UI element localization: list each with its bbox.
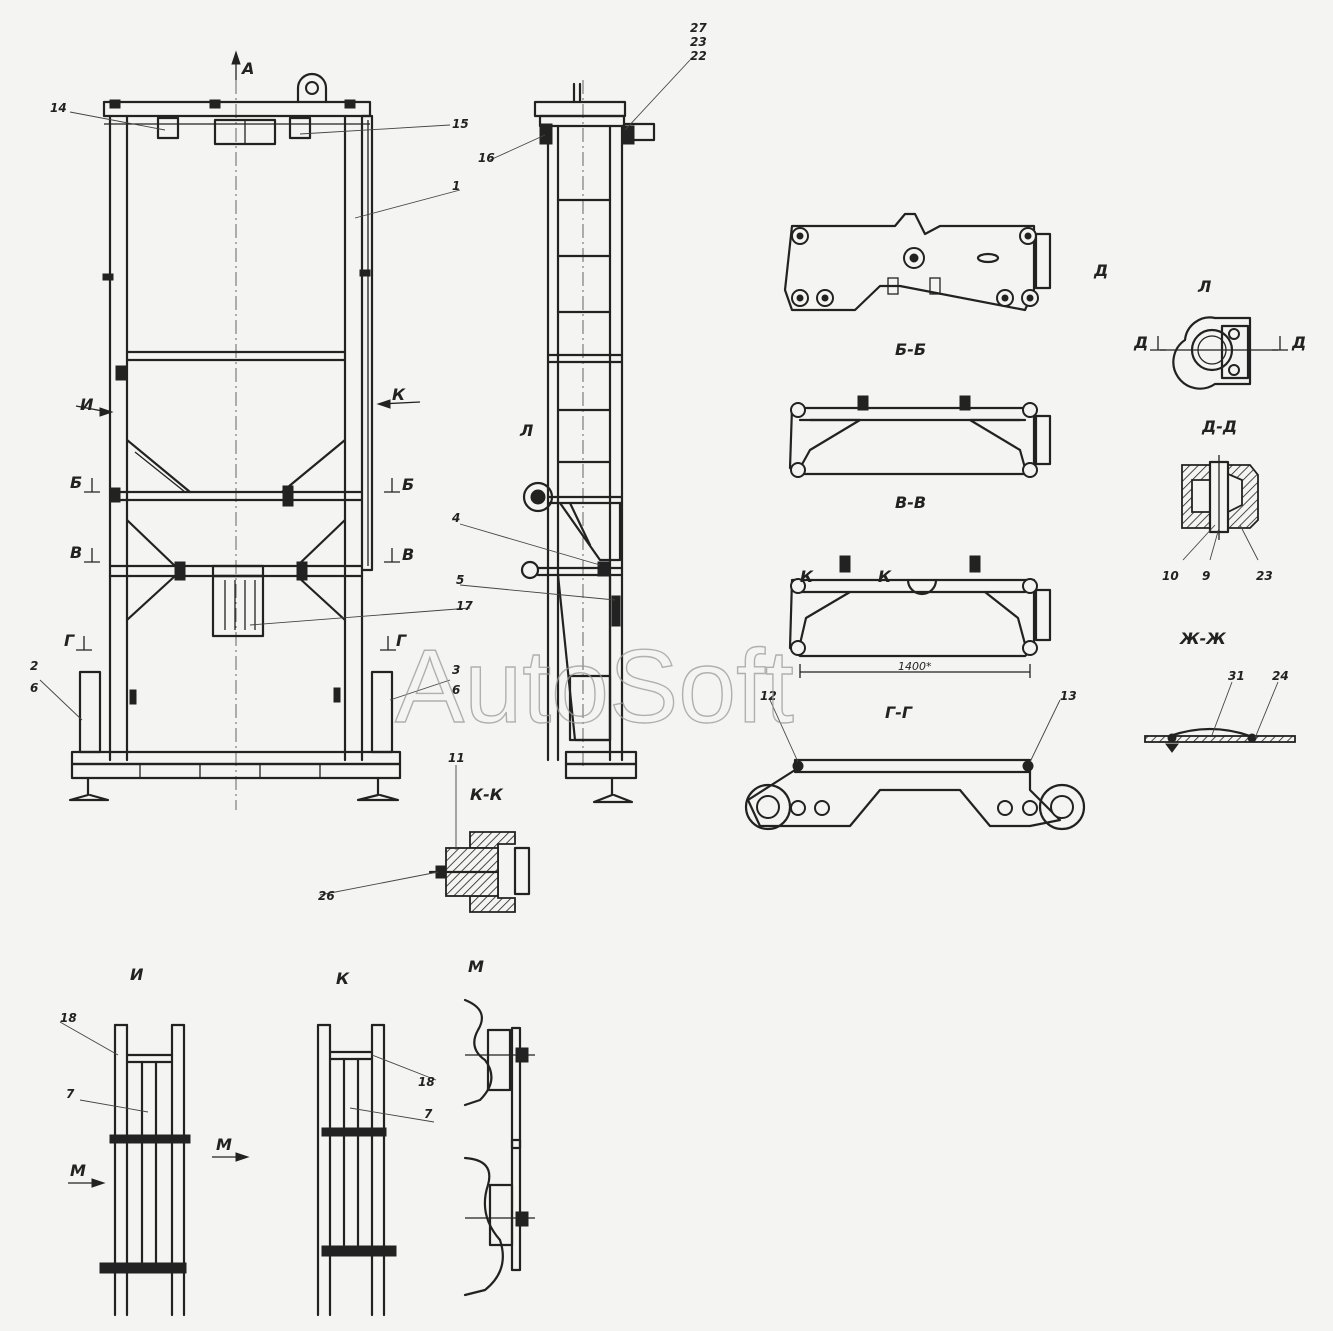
cut-arrows bbox=[68, 50, 1288, 1188]
section-vv-view bbox=[788, 555, 1052, 678]
cut-label-m-i: М bbox=[70, 1161, 86, 1180]
callout-5: 5 bbox=[456, 573, 464, 587]
callout-3: 3 bbox=[452, 663, 460, 677]
callout-17: 17 bbox=[456, 599, 473, 613]
dimension-width-gg: 1400* bbox=[898, 660, 932, 673]
callout-4: 4 bbox=[451, 511, 460, 525]
label-view-m: М bbox=[468, 957, 484, 976]
callout-14: 14 bbox=[50, 101, 67, 115]
cut-label-k: К bbox=[392, 385, 406, 404]
cut-label-g-left: Г bbox=[64, 631, 75, 650]
cut-label-i: И bbox=[80, 395, 94, 414]
label-view-l: Л bbox=[1197, 277, 1211, 296]
callout-6-left: 6 bbox=[30, 681, 38, 695]
cut-label-g-right: Г bbox=[396, 631, 407, 650]
label-section-dd: Д-Д bbox=[1201, 417, 1237, 436]
cut-label-k-left: К bbox=[800, 567, 814, 586]
callout-11: 11 bbox=[448, 751, 465, 765]
callout-26: 26 bbox=[318, 889, 335, 903]
callout-18-i: 18 bbox=[60, 1011, 77, 1025]
label-view-i: И bbox=[130, 965, 144, 984]
callout-24: 24 bbox=[1272, 669, 1289, 683]
cut-label-m-k: М bbox=[216, 1135, 232, 1154]
cut-label-b-right: Б bbox=[402, 475, 414, 494]
label-view-d: Д bbox=[1093, 261, 1108, 280]
view-labels: A Б-Б В-В Г-Г Д-Д К-К Ж-Ж Л Д И К М bbox=[130, 59, 1237, 988]
callout-10: 10 bbox=[1162, 569, 1179, 583]
callout-23-top: 23 bbox=[690, 35, 707, 49]
callout-15: 15 bbox=[452, 117, 469, 131]
callout-18-k: 18 bbox=[418, 1075, 435, 1089]
callout-1: 1 bbox=[452, 179, 460, 193]
label-section-kk: К-К bbox=[470, 785, 504, 804]
cut-label-v-left: В bbox=[70, 543, 82, 562]
cut-label-d-left: Д bbox=[1133, 333, 1148, 352]
watermark: AutoSoft bbox=[395, 629, 794, 745]
section-dd-view bbox=[1181, 455, 1259, 540]
view-k bbox=[316, 1023, 397, 1317]
cut-label-b-left: Б bbox=[70, 473, 82, 492]
label-arrow-a: A bbox=[240, 59, 254, 78]
callout-13: 13 bbox=[1060, 689, 1077, 703]
callout-7-i: 7 bbox=[66, 1087, 75, 1101]
side-view bbox=[520, 80, 656, 804]
label-section-vv: В-В bbox=[895, 493, 926, 512]
label-view-k: К bbox=[336, 969, 350, 988]
section-zhzh-view bbox=[1144, 727, 1296, 753]
section-gg-view bbox=[744, 758, 1086, 831]
view-m bbox=[463, 998, 535, 1297]
cut-label-d-right: Д bbox=[1291, 333, 1306, 352]
callout-12: 12 bbox=[760, 689, 777, 703]
callout-9: 9 bbox=[1202, 569, 1210, 583]
callout-22: 22 bbox=[690, 49, 707, 63]
leader-lines bbox=[39, 59, 1279, 1123]
section-bb-view bbox=[788, 395, 1052, 478]
cut-mark-labels: И К Б Б В В Г Г Л Д Д К К М М bbox=[64, 333, 1306, 1180]
callout-6-right: 6 bbox=[452, 683, 460, 697]
cut-label-k-right: К bbox=[878, 567, 892, 586]
callout-7-k: 7 bbox=[424, 1107, 433, 1121]
label-section-gg: Г-Г bbox=[885, 703, 913, 722]
callout-16: 16 bbox=[478, 151, 495, 165]
callout-2: 2 bbox=[30, 659, 38, 673]
callout-numbers: 14 15 16 1 27 23 22 4 5 17 2 6 3 6 11 26… bbox=[30, 21, 1289, 1121]
view-l bbox=[1160, 316, 1278, 390]
section-kk-view bbox=[428, 831, 531, 913]
callout-27: 27 bbox=[690, 21, 707, 35]
label-section-bb: Б-Б bbox=[895, 340, 926, 359]
section-d-view bbox=[783, 212, 1052, 312]
callout-31: 31 bbox=[1228, 669, 1245, 683]
front-view bbox=[68, 72, 402, 810]
callout-23: 23 bbox=[1256, 569, 1273, 583]
cut-label-l: Л bbox=[519, 421, 533, 440]
cut-label-v-right: В bbox=[402, 545, 414, 564]
label-section-zhzh: Ж-Ж bbox=[1179, 629, 1226, 648]
view-i bbox=[99, 1023, 191, 1317]
